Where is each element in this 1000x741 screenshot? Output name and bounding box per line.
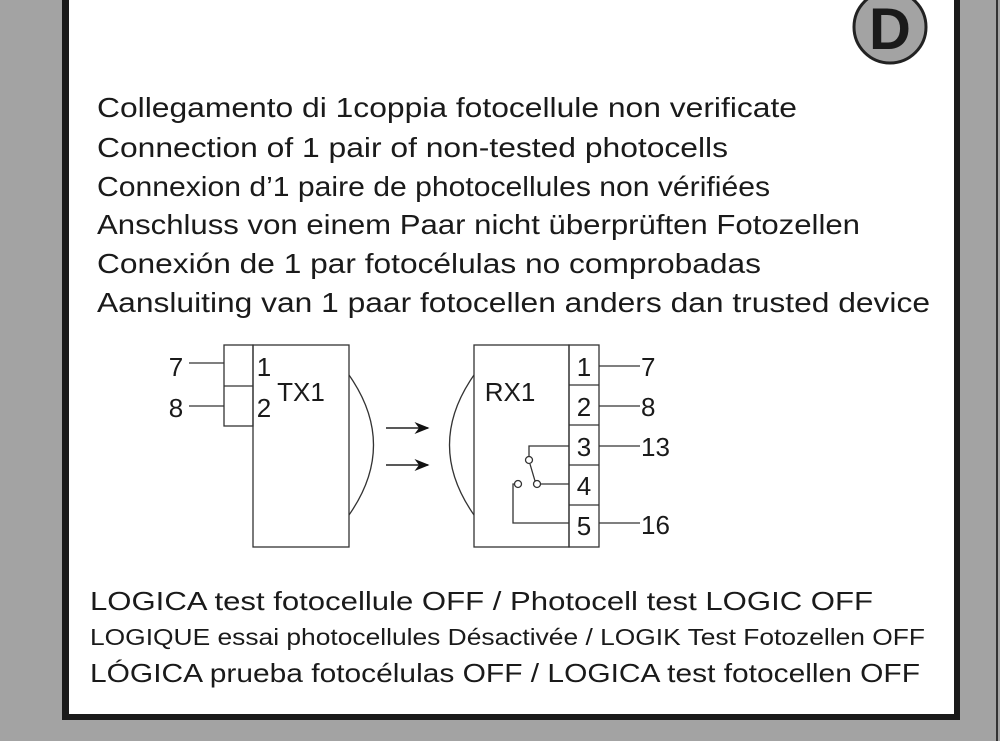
rx-terminal-4: 4 (577, 471, 591, 501)
tx-terminal-2: 2 (257, 393, 271, 423)
tx-lens (348, 374, 375, 516)
rx-label: RX1 (485, 377, 536, 407)
tx-wire-label-8: 8 (169, 393, 183, 423)
logic-line-3: LÓGICA prueba fotocélulas OFF / LOGICA t… (90, 658, 920, 688)
tx-label: TX1 (277, 377, 325, 407)
rx-terminal-2: 2 (577, 392, 591, 422)
title-line-fr: Connexion d’1 paire de photocellules non… (97, 171, 770, 202)
rx-wire-label-13: 13 (641, 432, 670, 462)
rx-terminal-1: 1 (577, 352, 591, 382)
relay-contact-icon (512, 445, 569, 524)
rx-wire-label-8: 8 (641, 392, 655, 422)
rx-terminal-5: 5 (577, 511, 591, 541)
title-line-de: Anschluss von einem Paar nicht überprüft… (97, 209, 860, 240)
tx-body (252, 344, 350, 548)
title-line-nl: Aansluiting van 1 paar fotocellen anders… (97, 287, 930, 318)
rx-photocell: 1 2 3 4 5 7 8 13 16 RX1 (448, 344, 670, 548)
logic-line-1: LOGICA test fotocellule OFF / Photocell … (90, 586, 873, 616)
rx-terminal-3: 3 (577, 432, 591, 462)
rx-wire-label-16: 16 (641, 510, 670, 540)
panel (69, 0, 954, 714)
section-badge: D (852, 0, 928, 65)
title-line-en: Connection of 1 pair of non-tested photo… (97, 132, 728, 163)
rx-lens (448, 374, 475, 516)
badge-letter: D (869, 0, 911, 62)
logic-line-2: LOGIQUE essai photocellules Désactivée /… (90, 624, 925, 650)
title-line-es: Conexión de 1 par fotocélulas no comprob… (97, 248, 761, 279)
rx-wire-label-7: 7 (641, 352, 655, 382)
tx-wire-label-7: 7 (169, 352, 183, 382)
title-line-it: Collegamento di 1coppia fotocellule non … (97, 92, 797, 123)
tx-terminal-1: 1 (257, 352, 271, 382)
tx-photocell: 1 2 7 8 TX1 (169, 344, 375, 548)
